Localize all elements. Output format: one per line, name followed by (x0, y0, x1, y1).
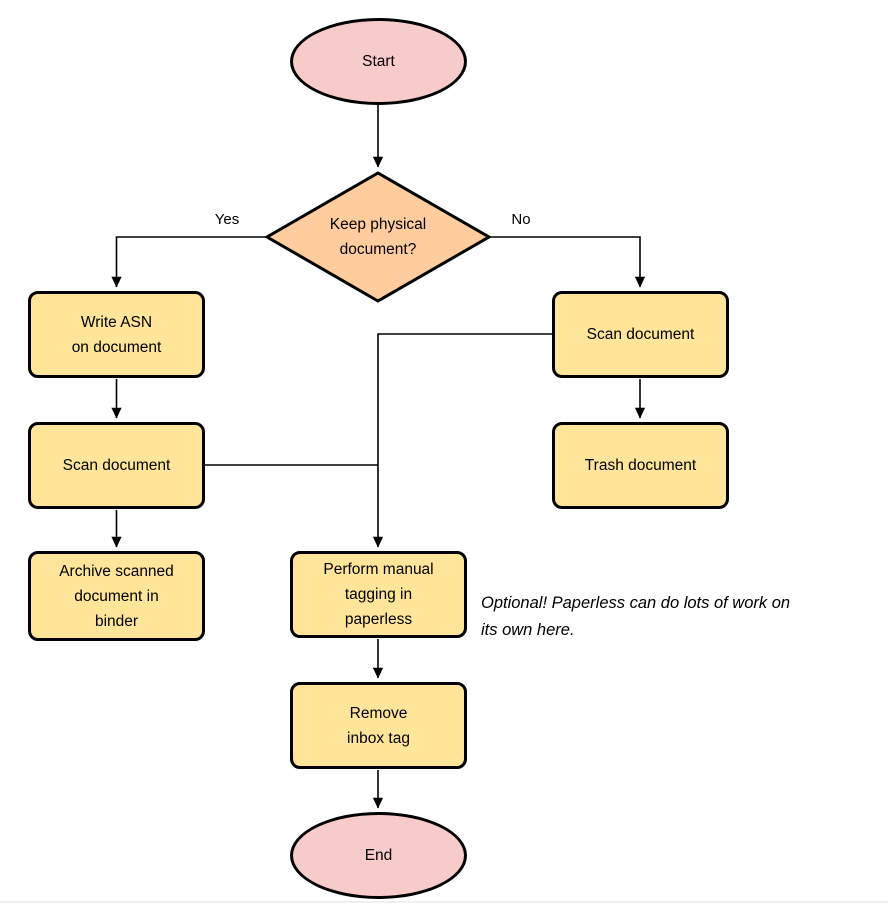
remove-inbox-tag-label: Remove inbox tag (347, 704, 410, 747)
optional-note: Optional! Paperless can do lots of work … (481, 594, 791, 639)
bottom-divider (0, 901, 888, 903)
end-node: End (290, 812, 467, 899)
write-asn-node: Write ASN on document (28, 291, 205, 378)
edge-scan-right-perform (372, 333, 552, 548)
decision-node (263, 171, 493, 303)
start-node: Start (290, 18, 467, 105)
trash-document-label: Trash document (584, 457, 697, 474)
edge-label-yes: Yes (214, 211, 240, 228)
trash-document-node: Trash document (552, 422, 729, 509)
remove-inbox-tag-node: Remove inbox tag (290, 682, 467, 769)
edge-decision-write-asn (111, 236, 267, 288)
write-asn-label: Write ASN on document (71, 313, 162, 356)
edge-decision-scan-right (489, 236, 646, 288)
archive-node: Archive scanned document in binder (28, 551, 205, 641)
archive-label: Archive scanned document in binder (59, 562, 174, 630)
edge-label-no: No (511, 211, 531, 228)
scan-document-left-node: Scan document (28, 422, 205, 509)
scan-document-right-node: Scan document (552, 291, 729, 378)
decision-label: Keep physical document? (329, 216, 427, 258)
start-label: Start (362, 53, 395, 70)
scan-document-right-label: Scan document (586, 326, 695, 343)
perform-tagging-label: Perform manual tagging in paperless (323, 561, 434, 628)
perform-tagging-node: Perform manual tagging in paperless (290, 551, 467, 638)
scan-document-left-label: Scan document (62, 457, 171, 474)
end-label: End (364, 847, 393, 864)
